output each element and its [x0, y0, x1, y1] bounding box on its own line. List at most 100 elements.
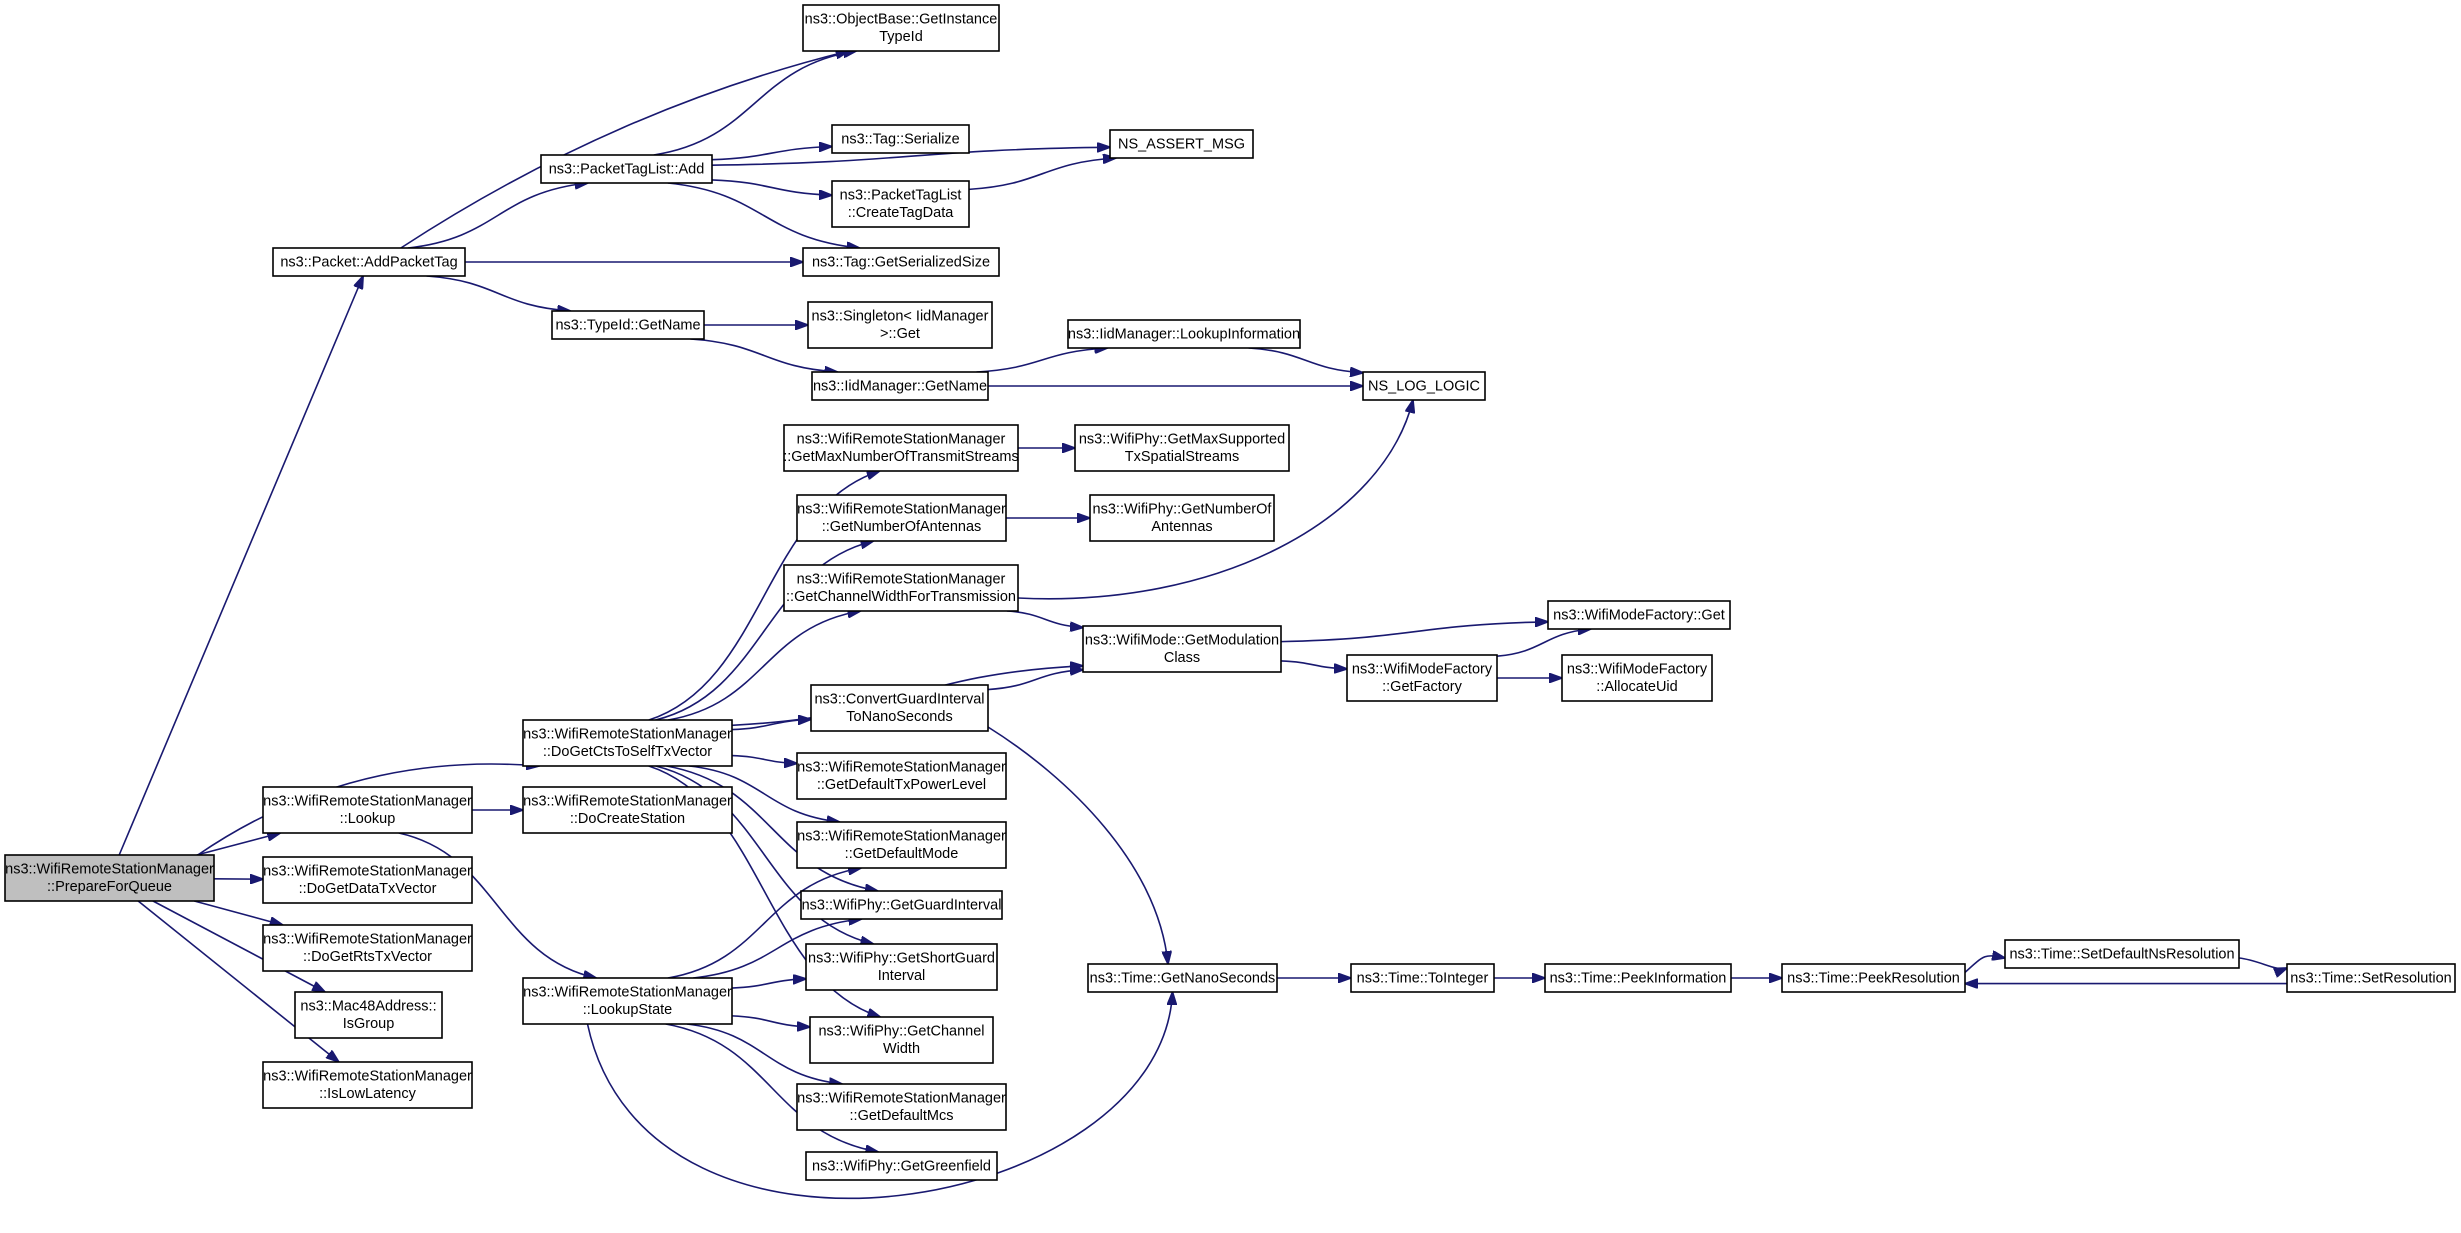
node-box [262, 786, 473, 834]
node-phyGetChannelWidth[interactable]: ns3::WifiPhy::GetChannelWidth [809, 1016, 994, 1064]
node-packetTagListAdd[interactable]: ns3::PacketTagList::Add [540, 154, 713, 184]
edge-getModulationClass-to-wifiModeFactoryGetFactory [1280, 660, 1347, 669]
edge-lookupState-to-phyGetChannelWidth [731, 1015, 810, 1027]
node-nsAssertMsg[interactable]: NS_ASSERT_MSG [1109, 129, 1254, 159]
node-wifiModeFactoryGet[interactable]: ns3::WifiModeFactory::Get [1547, 600, 1731, 630]
node-phyGetNumberOfAntennas[interactable]: ns3::WifiPhy::GetNumberOfAntennas [1089, 494, 1275, 542]
node-box [1109, 129, 1254, 159]
node-phyGetGreenfield[interactable]: ns3::WifiPhy::GetGreenfield [805, 1151, 998, 1181]
node-label: NS_LOG_LOGIC [1368, 378, 1480, 394]
node-typeIdGetName[interactable]: ns3::TypeId::GetName [551, 310, 705, 340]
node-doCreateStation[interactable]: ns3::WifiRemoteStationManager::DoCreateS… [522, 786, 733, 834]
node-box [1346, 654, 1498, 702]
node-label: ::DoGetRtsTxVector [303, 949, 432, 965]
node-iidLookupInformation[interactable]: ns3::IidManager::LookupInformation [1067, 319, 1301, 349]
node-label: ns3::PacketTagList::Add [549, 161, 705, 177]
node-box [796, 494, 1007, 542]
edge-timePeekResolution-to-timeSetDefaultNsResolution [1964, 956, 2005, 973]
node-label: ns3::WifiRemoteStationManager [5, 862, 214, 878]
node-label: ns3::Time::SetResolution [2290, 970, 2451, 986]
node-label: ns3::WifiModeFactory [1567, 662, 1708, 678]
node-label: ns3::WifiRemoteStationManager [263, 932, 472, 948]
node-label: ns3::Time::PeekInformation [1550, 970, 1727, 986]
node-box [262, 924, 473, 972]
node-getNumberOfAntennas[interactable]: ns3::WifiRemoteStationManager::GetNumber… [796, 494, 1007, 542]
node-lookupState[interactable]: ns3::WifiRemoteStationManager::LookupSta… [522, 977, 733, 1025]
node-timeGetNanoSeconds[interactable]: ns3::Time::GetNanoSeconds [1087, 963, 1278, 993]
node-isGroup[interactable]: ns3::Mac48Address::IsGroup [294, 991, 443, 1039]
edge-doGetCtsToSelfTxVector-to-phyGetGuardInterval [666, 765, 877, 891]
edge-packetTagListAdd-to-getSerializedSize [667, 182, 860, 248]
edge-wifiModeFactoryGetFactory-to-wifiModeFactoryGet [1496, 629, 1591, 658]
edge-lookup-to-lookupState [398, 832, 596, 978]
node-label: ns3::WifiPhy::GetChannel [818, 1024, 984, 1040]
node-tagSerialize[interactable]: ns3::Tag::Serialize [831, 124, 970, 154]
node-getMaxNumberOfTransmitStreams[interactable]: ns3::WifiRemoteStationManager::GetMaxNum… [783, 424, 1019, 472]
node-getSerializedSize[interactable]: ns3::Tag::GetSerializedSize [802, 247, 1000, 277]
node-box [800, 890, 1003, 920]
node-doGetRtsTxVector[interactable]: ns3::WifiRemoteStationManager::DoGetRtsT… [262, 924, 473, 972]
node-isLowLatency[interactable]: ns3::WifiRemoteStationManager::IsLowLate… [262, 1061, 473, 1109]
node-nsLogLogic[interactable]: NS_LOG_LOGIC [1362, 371, 1486, 401]
node-box [2004, 939, 2240, 969]
node-root[interactable]: ns3::WifiRemoteStationManager::PrepareFo… [4, 854, 215, 902]
node-lookup[interactable]: ns3::WifiRemoteStationManager::Lookup [262, 786, 473, 834]
node-phyGetMaxSupportedTxSpatialStreams[interactable]: ns3::WifiPhy::GetMaxSupportedTxSpatialSt… [1074, 424, 1290, 472]
node-iidGetName[interactable]: ns3::IidManager::GetName [811, 371, 989, 401]
node-timePeekResolution[interactable]: ns3::Time::PeekResolution [1781, 963, 1966, 993]
node-phyGetGuardInterval[interactable]: ns3::WifiPhy::GetGuardInterval [800, 890, 1003, 920]
node-label: ::GetFactory [1382, 679, 1463, 695]
node-label: ToNanoSeconds [846, 709, 952, 725]
node-doGetDataTxVector[interactable]: ns3::WifiRemoteStationManager::DoGetData… [262, 856, 473, 904]
node-box [802, 4, 1000, 52]
node-label: ns3::WifiPhy::GetShortGuard [808, 951, 995, 967]
node-createTagData[interactable]: ns3::PacketTagList::CreateTagData [831, 180, 970, 228]
edge-lookupState-to-phyGetShortGuardInterval [731, 979, 806, 989]
node-getDefaultTxPowerLevel[interactable]: ns3::WifiRemoteStationManager::GetDefaul… [796, 752, 1007, 800]
edge-timeSetDefaultNsResolution-to-timeSetResolution [2238, 957, 2287, 969]
node-box [811, 371, 989, 401]
node-doGetCtsToSelfTxVector[interactable]: ns3::WifiRemoteStationManager::DoGetCtsT… [522, 719, 733, 767]
node-getDefaultMode[interactable]: ns3::WifiRemoteStationManager::GetDefaul… [796, 821, 1007, 869]
node-label: ns3::WifiRemoteStationManager [797, 760, 1006, 776]
edge-doGetCtsToSelfTxVector-to-getDefaultTxPowerLevel [731, 754, 797, 764]
node-label: ::GetDefaultMcs [850, 1108, 954, 1124]
node-getDefaultMcs[interactable]: ns3::WifiRemoteStationManager::GetDefaul… [796, 1083, 1007, 1131]
node-label: ns3::WifiRemoteStationManager [523, 794, 732, 810]
node-box [1089, 494, 1275, 542]
node-timePeekInformation[interactable]: ns3::Time::PeekInformation [1544, 963, 1732, 993]
node-label: ns3::WifiRemoteStationManager [263, 1069, 472, 1085]
node-addPacketTag[interactable]: ns3::Packet::AddPacketTag [272, 247, 466, 277]
edge-convertGuardInterval-to-getModulationClass [987, 670, 1083, 691]
node-label: NS_ASSERT_MSG [1118, 136, 1245, 152]
node-label: ns3::WifiPhy::GetNumberOf [1093, 502, 1273, 518]
edge-lookupState-to-timeGetNanoSeconds [586, 992, 1173, 1199]
node-box [262, 856, 473, 904]
node-box [807, 301, 993, 349]
node-allocateUid[interactable]: ns3::WifiModeFactory::AllocateUid [1561, 654, 1713, 702]
node-timeToInteger[interactable]: ns3::Time::ToInteger [1350, 963, 1495, 993]
node-label: ns3::WifiPhy::GetGreenfield [812, 1158, 991, 1174]
node-label: ns3::WifiRemoteStationManager [797, 1091, 1006, 1107]
node-singletonGet[interactable]: ns3::Singleton< IidManager>::Get [807, 301, 993, 349]
node-timeSetResolution[interactable]: ns3::Time::SetResolution [2286, 963, 2456, 993]
node-label: ::DoGetCtsToSelfTxVector [543, 744, 712, 760]
node-box [796, 1083, 1007, 1131]
node-label: ::IsLowLatency [319, 1086, 416, 1102]
edge-doGetCtsToSelfTxVector-to-getNumberOfAntennas [655, 541, 874, 721]
node-box [796, 821, 1007, 869]
node-box [1074, 424, 1290, 472]
node-timeSetDefaultNsResolution[interactable]: ns3::Time::SetDefaultNsResolution [2004, 939, 2240, 969]
node-wifiModeFactoryGetFactory[interactable]: ns3::WifiModeFactory::GetFactory [1346, 654, 1498, 702]
node-getChannelWidthForTransmission[interactable]: ns3::WifiRemoteStationManager::GetChanne… [783, 564, 1019, 612]
node-label: ns3::WifiRemoteStationManager [263, 864, 472, 880]
node-label: ::GetMaxNumberOfTransmitStreams [783, 449, 1019, 465]
node-box [1350, 963, 1495, 993]
node-box [2286, 963, 2456, 993]
node-box [551, 310, 705, 340]
node-label: ns3::Tag::Serialize [841, 131, 959, 147]
